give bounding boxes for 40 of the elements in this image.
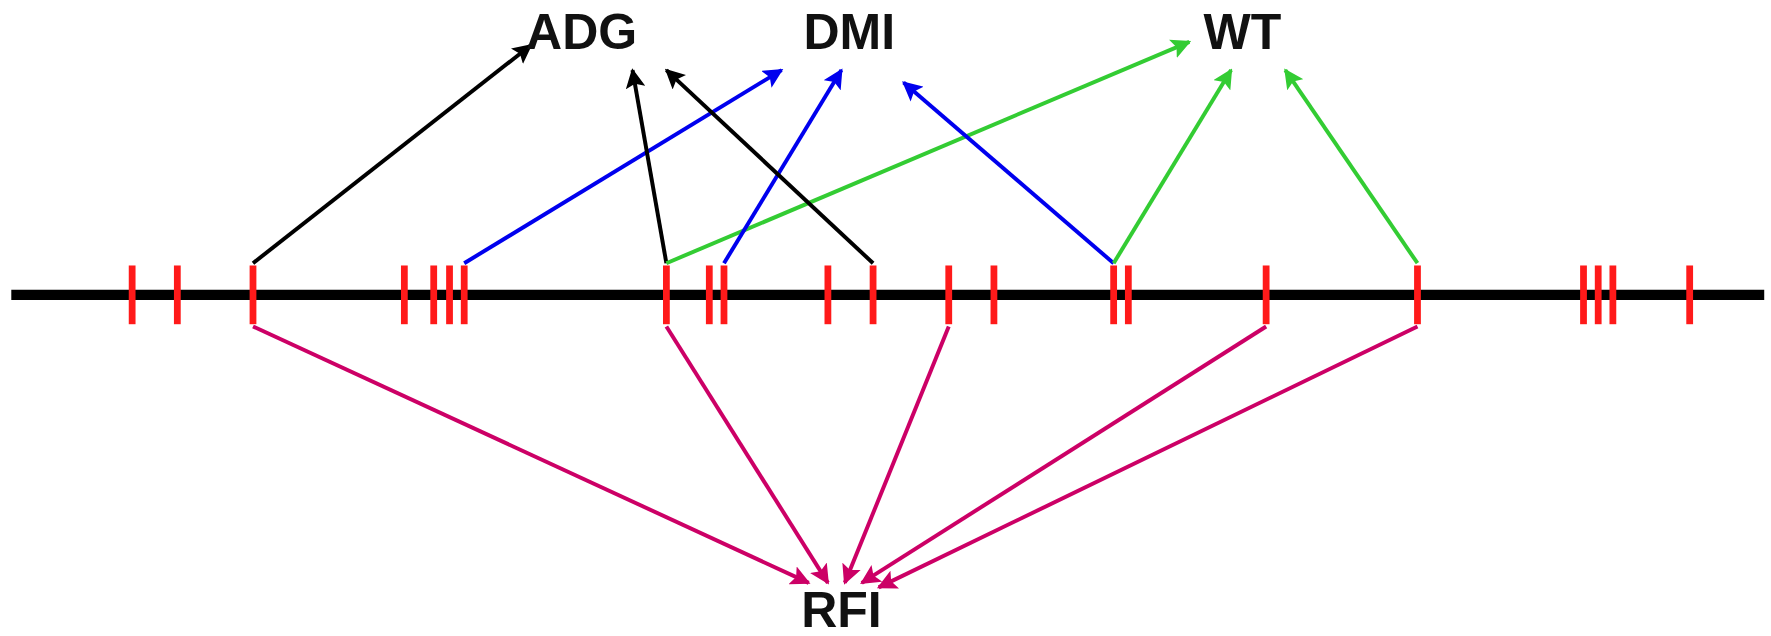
marker-tick — [1594, 265, 1602, 325]
marker-tick — [249, 265, 257, 325]
arrow — [463, 68, 784, 265]
marker-tick — [1609, 265, 1617, 325]
trait-label: ADG — [526, 4, 638, 59]
marker-tick — [460, 265, 468, 325]
arrow — [252, 324, 811, 585]
marker-tick — [173, 265, 181, 325]
marker-tick — [430, 265, 438, 325]
arrow — [664, 68, 875, 265]
marker-tick — [945, 265, 953, 325]
arrow — [876, 324, 1419, 590]
marker-tick — [1580, 265, 1587, 325]
marker-tick — [1110, 265, 1118, 325]
arrow — [664, 325, 830, 585]
marker-tick — [400, 265, 408, 325]
arrow — [251, 43, 533, 265]
trait-label: DMI — [803, 4, 896, 59]
arrow — [625, 68, 669, 264]
marker-tick — [446, 265, 453, 325]
trait-label: RFI — [801, 582, 882, 636]
arrow — [1111, 68, 1233, 265]
marker-tick — [1262, 265, 1270, 325]
marker-tick — [1414, 265, 1421, 325]
arrow — [842, 325, 951, 585]
marker-tick — [869, 265, 877, 325]
arrow — [860, 324, 1268, 585]
marker-tick — [720, 265, 728, 325]
trait-label: WT — [1203, 4, 1282, 59]
arrow — [665, 39, 1192, 266]
arrow — [902, 81, 1115, 265]
arrow — [1283, 68, 1420, 265]
marker-tick — [990, 265, 998, 325]
marker-tick — [128, 265, 136, 325]
marker-tick — [1686, 265, 1694, 325]
marker-tick — [824, 265, 832, 325]
arrow — [722, 68, 844, 265]
marker-tick — [663, 265, 670, 325]
marker-tick — [1124, 265, 1132, 325]
marker-tick — [705, 265, 713, 325]
